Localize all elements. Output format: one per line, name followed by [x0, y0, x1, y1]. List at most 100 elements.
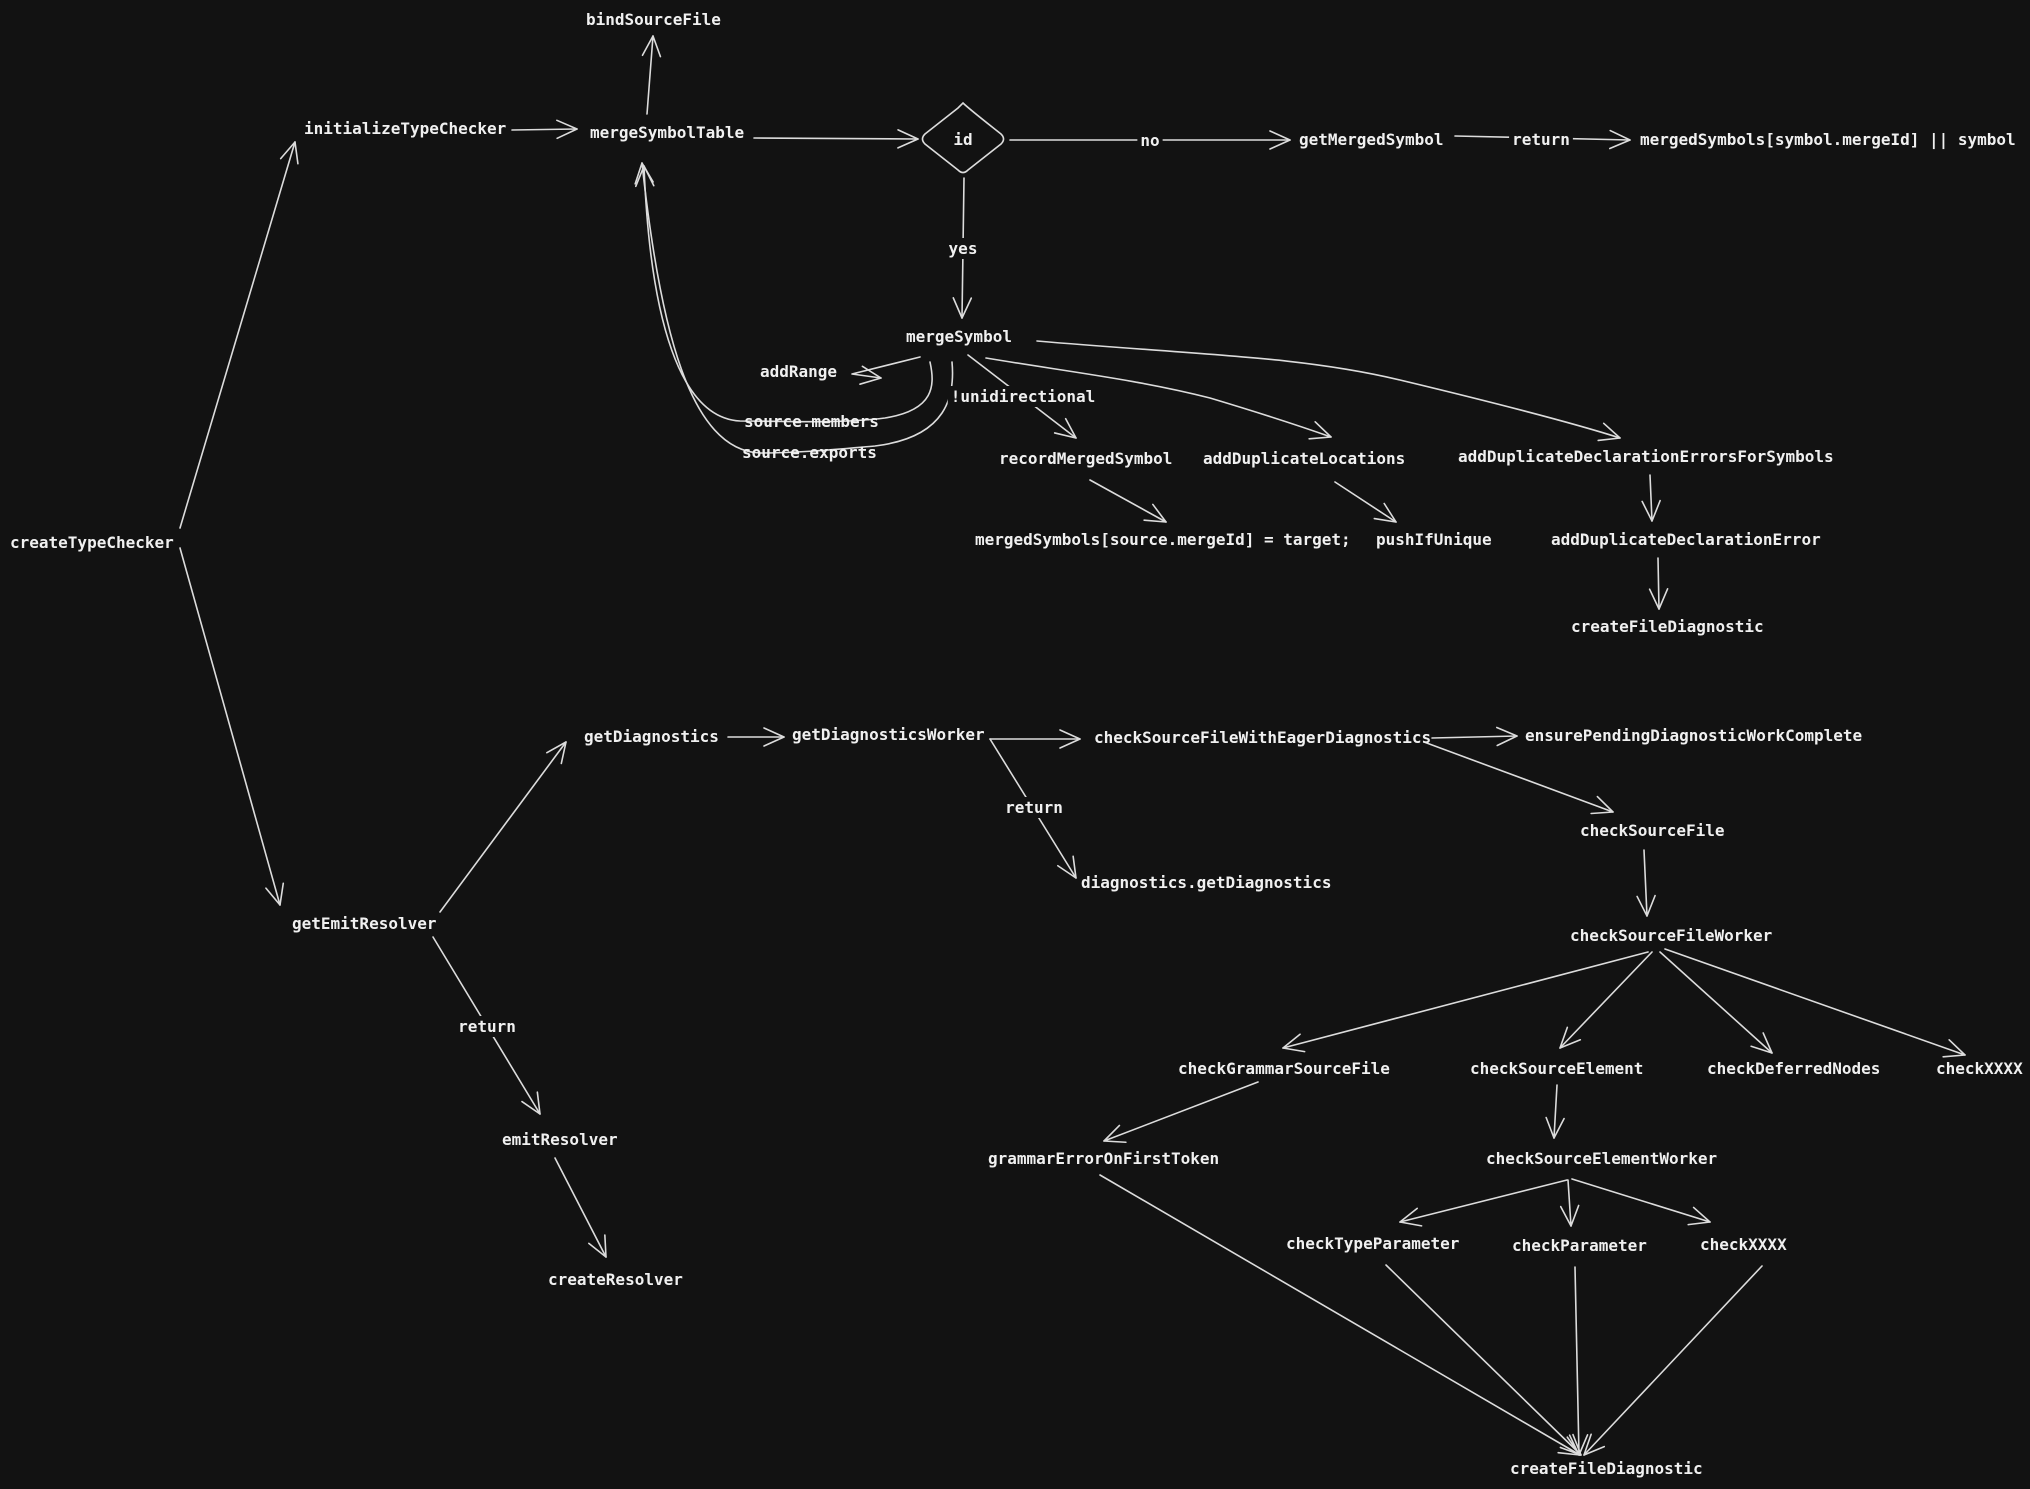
- edge-checkSourceFileWorker-to-checkGrammarSourceFile: [1282, 951, 1649, 1053]
- node-checkSourceElement: checkSourceElement: [1470, 1059, 1643, 1078]
- node-label: getEmitResolver: [292, 914, 437, 933]
- node-checkTypeParameter: checkTypeParameter: [1286, 1234, 1459, 1253]
- edge-mergeSymbolTable-to-id: [753, 129, 919, 149]
- edge-line: [1385, 1264, 1582, 1456]
- edge-checkSourceElement-to-checkSourceElementWorker: [1545, 1084, 1565, 1139]
- edge-line: [179, 547, 285, 906]
- node-sourceExports: source.exports: [742, 443, 877, 462]
- edge-line: [851, 356, 921, 385]
- node-mergeSymbol: mergeSymbol: [906, 327, 1012, 346]
- node-id: id: [921, 101, 1005, 174]
- node-getEmitResolver: getEmitResolver: [292, 914, 437, 933]
- node-label: mergedSymbols[source.mergeId] = target;: [975, 530, 1351, 549]
- node-label: mergedSymbols[symbol.mergeId] || symbol: [1640, 130, 2016, 150]
- node-initializeTypeChecker: initializeTypeChecker: [304, 119, 506, 138]
- node-label: checkGrammarSourceFile: [1178, 1059, 1390, 1078]
- edge-line: [641, 35, 662, 115]
- edge-label-background: [1002, 797, 1066, 818]
- edge-grammarErrorOnFirstToken-to-createFileDiagnosticBottom: [1099, 1174, 1581, 1456]
- node-createResolver: createResolver: [548, 1270, 683, 1289]
- edge-checkSourceElementWorker-to-checkXXXX2: [1571, 1178, 1711, 1226]
- node-label: createFileDiagnostic: [1510, 1459, 1703, 1478]
- node-checkSourceElementWorker: checkSourceElementWorker: [1486, 1149, 1717, 1168]
- node-label: source.exports: [742, 443, 877, 462]
- node-label: checkDeferredNodes: [1707, 1059, 1880, 1078]
- edge-line: [1664, 948, 1966, 1058]
- edge-checkSourceFileWorker-to-checkXXXX1: [1664, 948, 1966, 1058]
- edge-line: [1431, 726, 1518, 747]
- edge-line: [985, 357, 1332, 440]
- node-label: recordMergedSymbol: [999, 449, 1172, 468]
- edge-line: [1089, 479, 1167, 523]
- edge-label-background: [1137, 130, 1163, 151]
- edge-checkSourceFileWithEagerDiagnostics-to-checkSourceFile: [1423, 741, 1614, 815]
- node-label: source.members: [744, 412, 879, 431]
- node-label: ensurePendingDiagnosticWorkComplete: [1525, 726, 1862, 745]
- node-addDuplicateDeclarationError: addDuplicateDeclarationError: [1551, 530, 1821, 549]
- edge-getDiagnosticsWorker-to-diagnosticsGetDiagnostics: return: [989, 738, 1077, 879]
- node-recordMergedSymbol: recordMergedSymbol: [999, 449, 1172, 468]
- edge-label: return: [458, 1017, 516, 1036]
- edge-id-to-getMergedSymbol: no: [1009, 130, 1291, 151]
- node-label: addRange: [760, 362, 837, 381]
- node-mergeSymbolTable: mergeSymbolTable: [590, 123, 744, 142]
- node-label: mergeSymbolTable: [590, 123, 744, 142]
- edge-checkSourceElementWorker-to-checkParameter: [1559, 1179, 1580, 1227]
- edge-recordMergedSymbol-to-mergedSymbolsAssign: [1089, 479, 1167, 523]
- node-label: checkSourceElementWorker: [1486, 1149, 1717, 1168]
- node-addDuplicateLocations: addDuplicateLocations: [1203, 449, 1405, 468]
- node-label: pushIfUnique: [1376, 530, 1492, 549]
- node-addRange: addRange: [760, 362, 837, 381]
- node-label: checkSourceElement: [1470, 1059, 1643, 1078]
- edge-line: [179, 141, 299, 529]
- edge-line: [1559, 951, 1653, 1049]
- edge-emitResolver-to-createResolver: [554, 1157, 607, 1258]
- edge-getEmitResolver-to-getDiagnostics: [439, 741, 567, 913]
- node-label: getDiagnosticsWorker: [792, 725, 985, 744]
- edge-line: [1399, 1179, 1568, 1227]
- node-getDiagnosticsWorker: getDiagnosticsWorker: [792, 725, 985, 744]
- edge-line: [1545, 1084, 1565, 1139]
- edge-mergeSymbol-to-mergeSymbolTable: [634, 165, 933, 423]
- node-createTypeChecker: createTypeChecker: [10, 533, 174, 552]
- edge-line: [1641, 474, 1661, 522]
- edge-mergeSymbol-to-recordMergedSymbol: !unidirectional: [947, 354, 1099, 439]
- edge-checkXXXX2-to-createFileDiagnosticBottom: [1583, 1265, 1763, 1456]
- edge-checkSourceFile-to-checkSourceFileWorker: [1636, 849, 1656, 917]
- edge-line: [1334, 481, 1397, 523]
- edge-line: [1583, 1265, 1763, 1456]
- edge-createTypeChecker-to-getEmitResolver: [179, 547, 285, 906]
- edge-checkSourceElementWorker-to-checkTypeParameter: [1399, 1179, 1568, 1227]
- edge-getMergedSymbol-to-mergedSymbolsExpr: return: [1454, 129, 1631, 150]
- edge-line: [753, 129, 919, 149]
- node-label: addDuplicateDeclarationError: [1551, 530, 1821, 549]
- node-pushIfUnique: pushIfUnique: [1376, 530, 1492, 549]
- edge-label-background: [455, 1016, 519, 1037]
- node-label: grammarErrorOnFirstToken: [988, 1149, 1219, 1168]
- edge-label-background: [945, 238, 981, 259]
- edge-label-background: [947, 386, 1099, 407]
- node-label: id: [953, 130, 972, 149]
- edge-checkGrammarSourceFile-to-grammarErrorOnFirstToken: [1103, 1081, 1259, 1144]
- node-grammarErrorOnFirstToken: grammarErrorOnFirstToken: [988, 1149, 1219, 1168]
- node-label: createTypeChecker: [10, 533, 174, 552]
- node-label: createResolver: [548, 1270, 683, 1289]
- edge-getEmitResolver-to-emitResolver: return: [432, 936, 541, 1115]
- edge-line: [634, 165, 933, 423]
- node-getMergedSymbol: getMergedSymbol: [1299, 130, 1444, 149]
- edge-line: [1648, 557, 1669, 610]
- node-checkSourceFileWorker: checkSourceFileWorker: [1570, 926, 1772, 945]
- node-createFileDiagnosticBottom: createFileDiagnostic: [1510, 1459, 1703, 1478]
- edge-line: [634, 162, 954, 454]
- node-label: diagnostics.getDiagnostics: [1081, 873, 1331, 892]
- edge-addDuplicateDeclarationError-to-createFileDiagnosticTop: [1648, 557, 1669, 610]
- node-checkGrammarSourceFile: checkGrammarSourceFile: [1178, 1059, 1390, 1078]
- node-label: addDuplicateDeclarationErrorsForSymbols: [1458, 447, 1834, 466]
- node-label: checkSourceFileWorker: [1570, 926, 1772, 945]
- edge-line: [1103, 1081, 1259, 1144]
- edge-checkTypeParameter-to-createFileDiagnosticBottom: [1385, 1264, 1582, 1456]
- edge-line: [1282, 951, 1649, 1053]
- node-label: getMergedSymbol: [1299, 130, 1444, 149]
